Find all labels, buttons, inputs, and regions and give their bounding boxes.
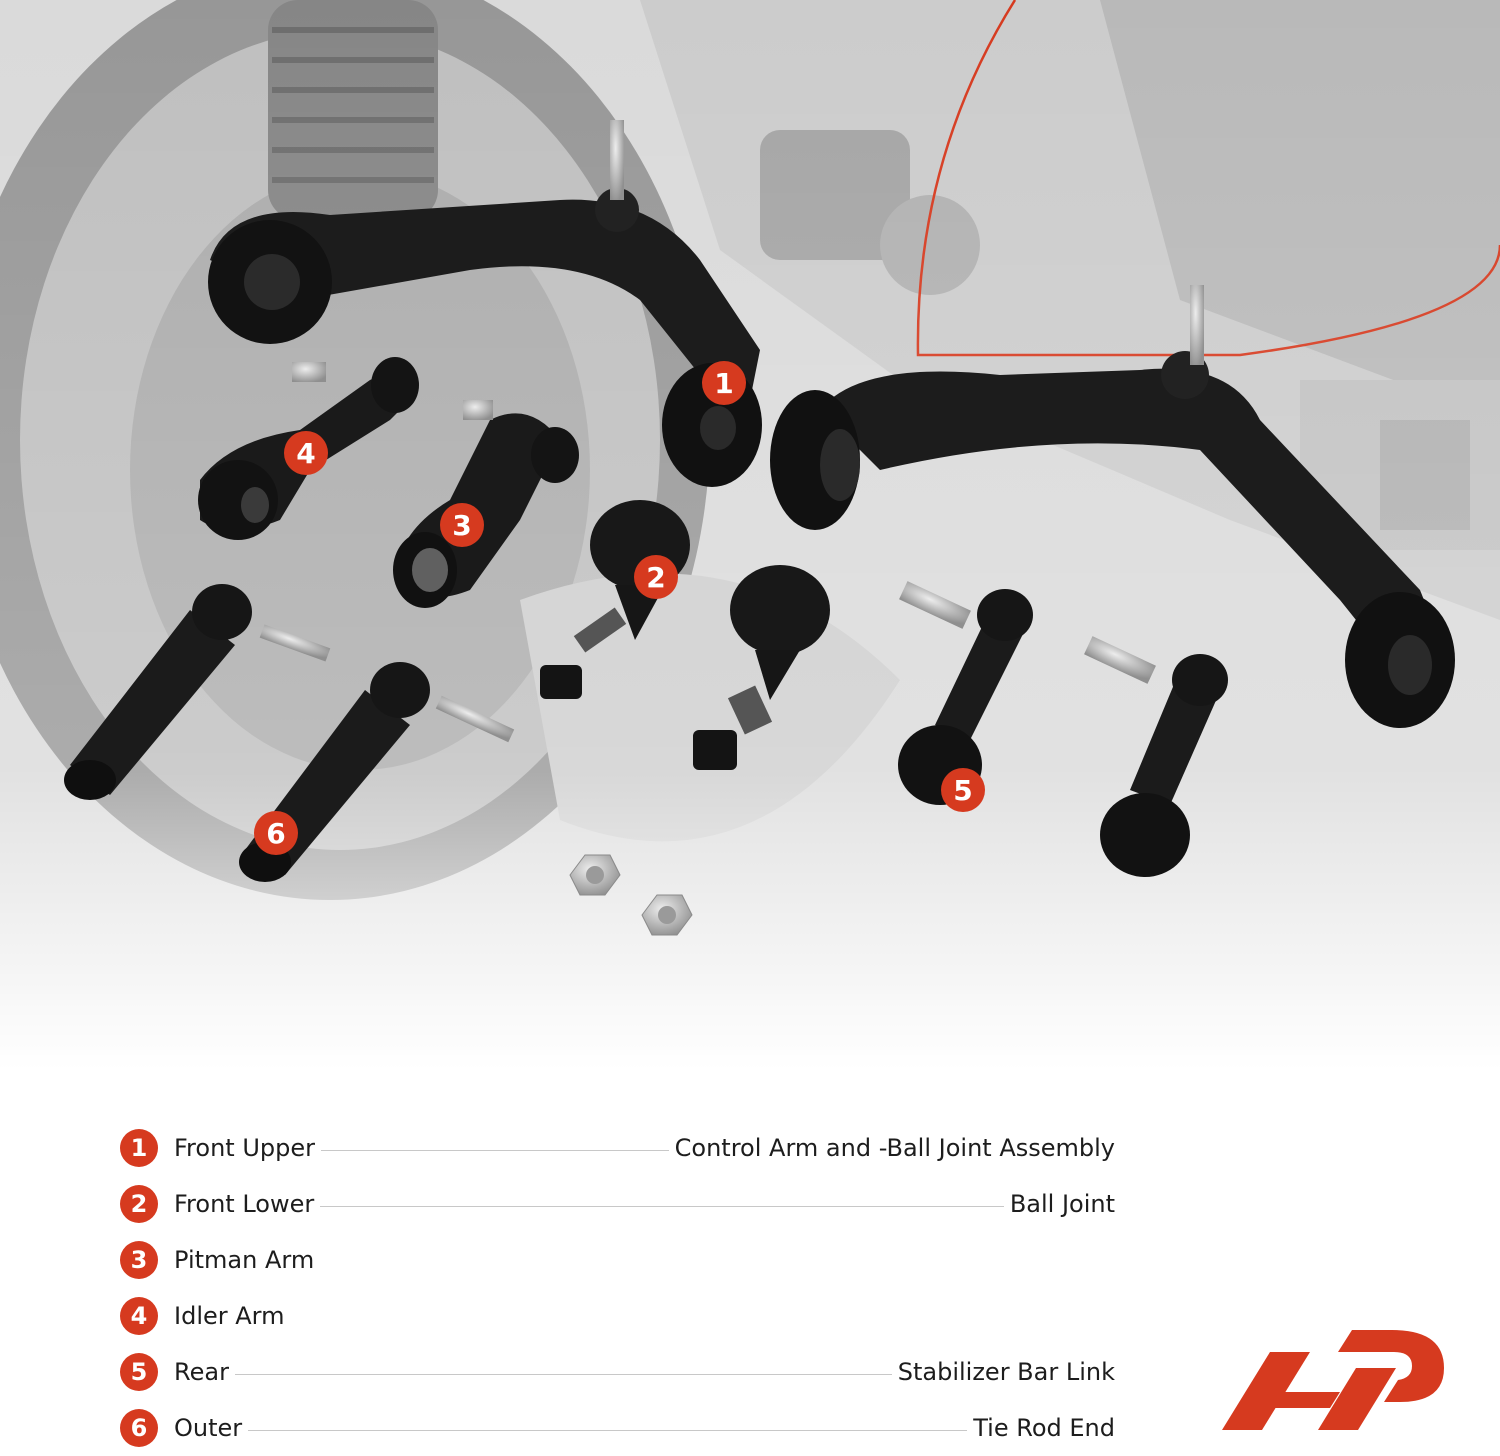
legend-row: 5 Rear Stabilizer Bar Link [120,1344,1115,1400]
legend-part-label: Control Arm and -Ball Joint Assembly [674,1134,1115,1162]
brand-logo-icon [1222,1330,1444,1430]
svg-text:2: 2 [646,561,665,594]
legend-position-label: Outer [174,1414,243,1442]
legend-position-label: Pitman Arm [174,1246,315,1274]
parts-legend: 1 Front Upper Control Arm and -Ball Join… [120,1120,1115,1456]
legend-divider [321,1149,669,1151]
legend-number-badge: 6 [120,1409,158,1447]
upper-control-arm-right [770,285,1455,728]
svg-text:1: 1 [714,367,733,400]
legend-part-label: Stabilizer Bar Link [897,1358,1115,1386]
product-scene: 1 2 3 4 5 6 [0,0,1500,1070]
stabilizer-link-a [898,581,1033,805]
svg-text:3: 3 [452,509,471,542]
legend-number-badge: 3 [120,1241,158,1279]
legend-row: 1 Front Upper Control Arm and -Ball Join… [120,1120,1115,1176]
svg-text:5: 5 [953,774,972,807]
legend-number-badge: 5 [120,1353,158,1391]
tie-rod-end-a [64,584,331,800]
hex-nut-b [641,894,693,936]
legend-position-label: Idler Arm [174,1302,285,1330]
callout-6: 6 [254,811,298,855]
svg-text:4: 4 [296,437,315,470]
legend-divider [248,1429,968,1431]
legend-number-badge: 1 [120,1129,158,1167]
legend-part-label: Ball Joint [1009,1190,1115,1218]
legend-position-label: Front Lower [174,1190,315,1218]
pitman-arm [393,400,579,608]
legend-row: 2 Front Lower Ball Joint [120,1176,1115,1232]
lower-ball-joint-b [693,565,830,770]
legend-divider [234,1373,892,1375]
callout-4: 4 [284,431,328,475]
legend-position-label: Rear [174,1358,229,1386]
legend-row: 6 Outer Tie Rod End [120,1400,1115,1456]
legend-number-badge: 4 [120,1297,158,1335]
legend-number-badge: 2 [120,1185,158,1223]
callout-2: 2 [634,555,678,599]
legend-part-label: Tie Rod End [973,1414,1115,1442]
callout-3: 3 [440,503,484,547]
stabilizer-link-b [1084,636,1228,877]
legend-row: 3 Pitman Arm [120,1232,1115,1288]
legend-row: 4 Idler Arm [120,1288,1115,1344]
callout-1: 1 [702,361,746,405]
callout-5: 5 [941,768,985,812]
legend-divider [320,1205,1004,1207]
hex-nut-a [569,854,621,896]
svg-text:6: 6 [266,817,285,850]
legend-position-label: Front Upper [174,1134,315,1162]
